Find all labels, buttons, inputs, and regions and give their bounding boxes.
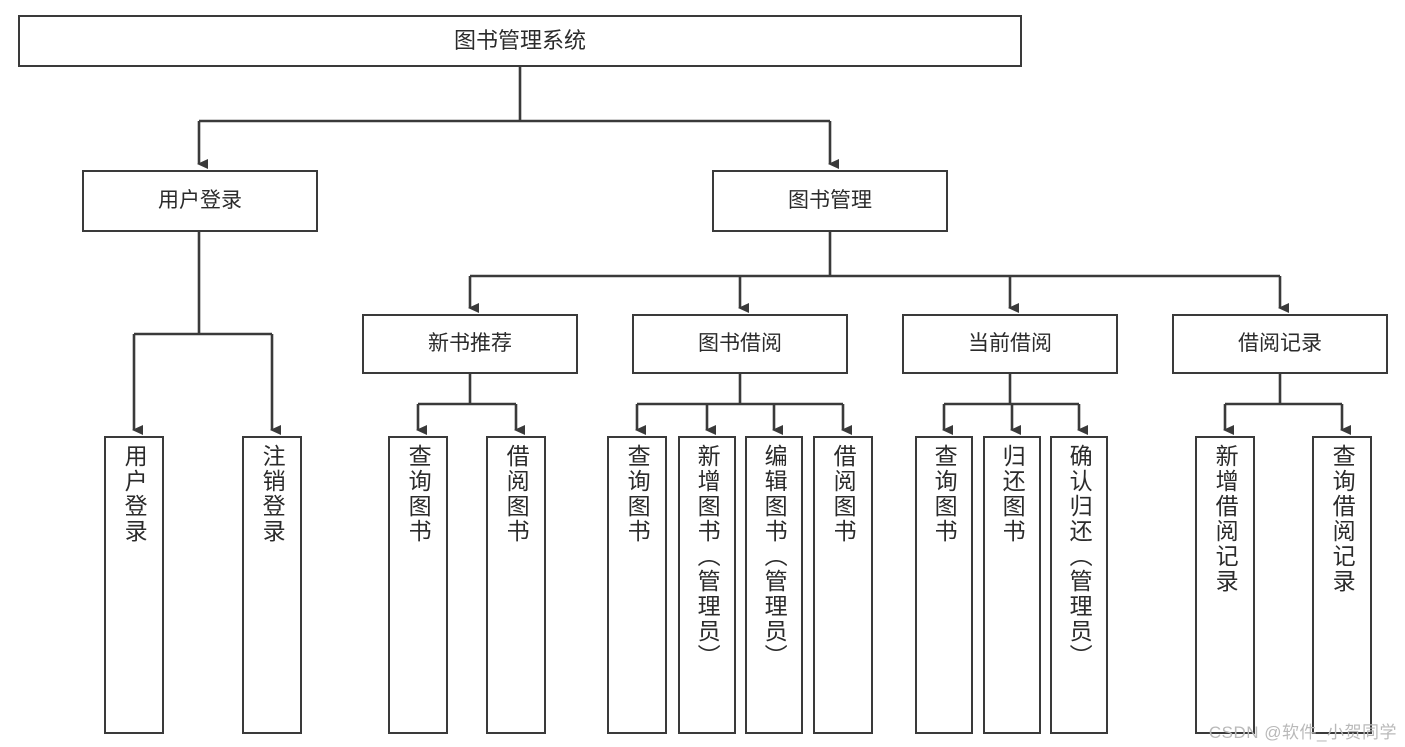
node-level2-book-borrow-label: 图书借阅 — [698, 332, 782, 356]
node-leaf-query-book-1-label: 查询图书 — [405, 444, 432, 544]
node-leaf-logout[interactable]: 注销登录 — [242, 436, 302, 734]
node-level2-current-borrow[interactable]: 当前借阅 — [902, 314, 1118, 374]
node-leaf-logout-label: 注销登录 — [259, 444, 286, 544]
node-root[interactable]: 图书管理系统 — [18, 15, 1022, 67]
node-level1-user-login-label: 用户登录 — [158, 189, 242, 213]
node-level2-borrow-records[interactable]: 借阅记录 — [1172, 314, 1388, 374]
node-leaf-user-login[interactable]: 用户登录 — [104, 436, 164, 734]
node-leaf-add-book-admin[interactable]: 新增图书（管理员） — [678, 436, 736, 734]
node-level1-book-management-label: 图书管理 — [788, 189, 872, 213]
node-leaf-query-book-1[interactable]: 查询图书 — [388, 436, 448, 734]
node-leaf-return-book[interactable]: 归还图书 — [983, 436, 1041, 734]
node-root-label: 图书管理系统 — [453, 27, 586, 53]
node-leaf-add-borrow-record-label: 新增借阅记录 — [1212, 444, 1239, 594]
node-level2-current-borrow-label: 当前借阅 — [968, 332, 1052, 356]
node-leaf-query-book-3-label: 查询图书 — [931, 444, 958, 544]
node-level1-book-management[interactable]: 图书管理 — [712, 170, 948, 232]
node-leaf-query-book-3[interactable]: 查询图书 — [915, 436, 973, 734]
node-leaf-borrow-book-1[interactable]: 借阅图书 — [486, 436, 546, 734]
node-leaf-query-borrow-record-label: 查询借阅记录 — [1329, 444, 1356, 594]
node-leaf-borrow-book-2[interactable]: 借阅图书 — [813, 436, 873, 734]
node-leaf-user-login-label: 用户登录 — [121, 444, 148, 544]
node-level1-user-login[interactable]: 用户登录 — [82, 170, 318, 232]
node-leaf-query-book-2-label: 查询图书 — [624, 444, 651, 544]
node-leaf-borrow-book-1-label: 借阅图书 — [503, 444, 530, 544]
node-leaf-confirm-return-admin-label: 确认归还（管理员） — [1066, 444, 1093, 669]
watermark: CSDN @软件_小贺同学 — [1208, 723, 1397, 742]
node-level2-new-book-recommend-label: 新书推荐 — [428, 332, 512, 356]
node-leaf-edit-book-admin[interactable]: 编辑图书（管理员） — [745, 436, 803, 734]
node-leaf-add-borrow-record[interactable]: 新增借阅记录 — [1195, 436, 1255, 734]
node-leaf-borrow-book-2-label: 借阅图书 — [830, 444, 857, 544]
node-leaf-query-book-2[interactable]: 查询图书 — [607, 436, 667, 734]
node-leaf-confirm-return-admin[interactable]: 确认归还（管理员） — [1050, 436, 1108, 734]
node-level2-borrow-records-label: 借阅记录 — [1238, 332, 1322, 356]
node-leaf-query-borrow-record[interactable]: 查询借阅记录 — [1312, 436, 1372, 734]
node-leaf-return-book-label: 归还图书 — [999, 444, 1026, 544]
node-level2-book-borrow[interactable]: 图书借阅 — [632, 314, 848, 374]
node-leaf-add-book-admin-label: 新增图书（管理员） — [694, 444, 721, 669]
node-level2-new-book-recommend[interactable]: 新书推荐 — [362, 314, 578, 374]
node-leaf-edit-book-admin-label: 编辑图书（管理员） — [761, 444, 788, 669]
